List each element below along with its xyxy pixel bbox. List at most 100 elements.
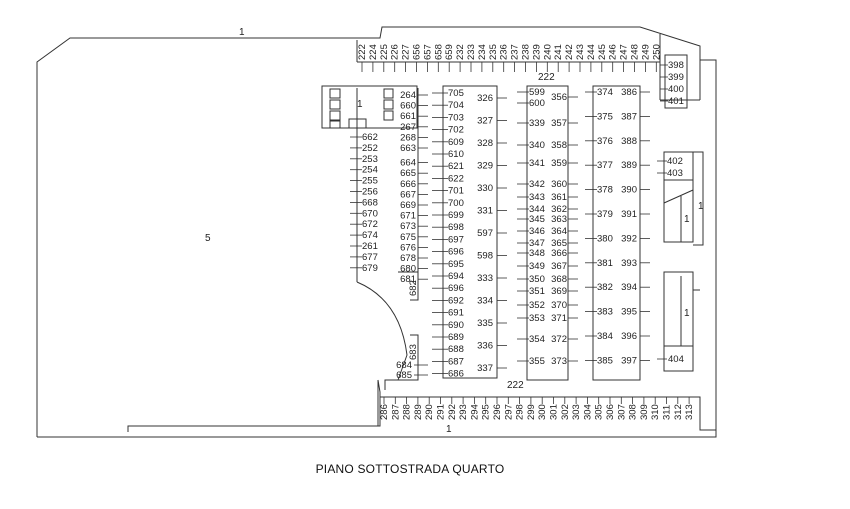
- spot-label: 385: [597, 355, 613, 366]
- spot-label: 600: [529, 98, 545, 109]
- spot-label: 309: [639, 404, 650, 420]
- spot-label: 401: [668, 96, 684, 107]
- spot-label: 400: [668, 84, 684, 95]
- spot-label: 662: [362, 132, 378, 143]
- spot-label: 306: [605, 404, 616, 420]
- spot-label: 345: [529, 214, 545, 225]
- spot-label: 387: [621, 111, 637, 122]
- spot-label: 702: [448, 125, 464, 136]
- ramp-label: 1: [446, 424, 452, 435]
- area-5-label: 5: [205, 233, 211, 244]
- spot-label: 313: [684, 404, 695, 420]
- spot-label: 362: [551, 204, 567, 215]
- spot-label: 235: [488, 44, 499, 60]
- spot-label: 247: [619, 44, 630, 60]
- spot-label: 267: [400, 122, 416, 133]
- spot-label: 353: [529, 313, 545, 324]
- spot-label: 698: [448, 222, 464, 233]
- ramp-label: 1: [684, 214, 690, 225]
- spot-label: 597: [477, 228, 493, 239]
- spot-label: 364: [551, 226, 567, 237]
- spot-label: 703: [448, 112, 464, 123]
- spot-label: 657: [422, 44, 433, 60]
- spot-label: 384: [597, 331, 613, 342]
- spot-label: 236: [499, 44, 510, 60]
- spot-label: 330: [477, 183, 493, 194]
- spot-label: 298: [515, 404, 526, 420]
- stair-core: [321, 85, 418, 129]
- spot-label: 688: [448, 344, 464, 355]
- spot-label: 331: [477, 206, 493, 217]
- spot-label: 663: [400, 143, 416, 154]
- spot-label: 329: [477, 161, 493, 172]
- spot-label: 232: [455, 44, 466, 60]
- spot-label: 361: [551, 192, 567, 203]
- ramp-label: 1: [684, 308, 690, 319]
- spot-label: 349: [529, 261, 545, 272]
- spot-label: 381: [597, 258, 613, 269]
- spot-label: 683: [408, 344, 419, 360]
- spot-label: 686: [448, 369, 464, 380]
- spot-label: 350: [529, 274, 545, 285]
- spot-label: 246: [608, 44, 619, 60]
- spot-label: 261: [362, 241, 378, 252]
- spot-label: 326: [477, 93, 493, 104]
- spot-label: 255: [362, 176, 378, 187]
- spot-label: 225: [379, 44, 390, 60]
- spot-label: 340: [529, 140, 545, 151]
- block2: [442, 85, 498, 379]
- spot-label: 689: [448, 332, 464, 343]
- curved-ramp: [356, 281, 408, 381]
- spot-label: 296: [492, 404, 503, 420]
- spot-label: 347: [529, 238, 545, 249]
- aisle-label: 222: [538, 72, 555, 83]
- spot-label: 396: [621, 331, 637, 342]
- spot-label: 397: [621, 355, 637, 366]
- spot-label: 291: [436, 404, 447, 420]
- spot-label: 697: [448, 234, 464, 245]
- spot-label: 297: [503, 404, 514, 420]
- spot-label: 699: [448, 210, 464, 221]
- spot-label: 287: [390, 404, 401, 420]
- spot-label: 233: [466, 44, 477, 60]
- spot-label: 372: [551, 334, 567, 345]
- spot-label: 312: [673, 404, 684, 420]
- spot-label: 241: [553, 44, 564, 60]
- spot-label: 354: [529, 334, 545, 345]
- spot-label: 365: [551, 238, 567, 249]
- spot-label: 358: [551, 140, 567, 151]
- spot-label: 679: [362, 263, 378, 274]
- spot-label: 366: [551, 248, 567, 259]
- spot-label: 293: [458, 404, 469, 420]
- spot-label: 664: [400, 158, 416, 169]
- spot-label: 669: [400, 200, 416, 211]
- spot-label: 288: [402, 404, 413, 420]
- spot-label: 254: [362, 165, 378, 176]
- spot-label: 242: [564, 44, 575, 60]
- aisle-label: 222: [507, 380, 524, 391]
- spot-label: 670: [362, 208, 378, 219]
- right-box-b: [663, 271, 694, 372]
- spot-label: 390: [621, 185, 637, 196]
- spot-label: 292: [447, 404, 458, 420]
- spot-label: 661: [400, 111, 416, 122]
- spot-label: 375: [597, 111, 613, 122]
- ramp-label: 1: [698, 201, 704, 212]
- spot-label: 665: [400, 168, 416, 179]
- spot-label: 346: [529, 226, 545, 237]
- spot-label: 336: [477, 341, 493, 352]
- spot-label: 674: [362, 230, 378, 241]
- spot-label: 379: [597, 209, 613, 220]
- spot-label: 382: [597, 282, 613, 293]
- spot-label: 378: [597, 185, 613, 196]
- spot-label: 666: [400, 179, 416, 190]
- spot-label: 684: [396, 360, 412, 371]
- spot-label: 377: [597, 160, 613, 171]
- spot-label: 672: [362, 219, 378, 230]
- spot-label: 402: [667, 156, 683, 167]
- spot-label: 678: [400, 253, 416, 264]
- spot-label: 307: [616, 404, 627, 420]
- right-box-a: [663, 151, 694, 243]
- spot-label: 357: [551, 118, 567, 129]
- spot-label: 675: [400, 232, 416, 243]
